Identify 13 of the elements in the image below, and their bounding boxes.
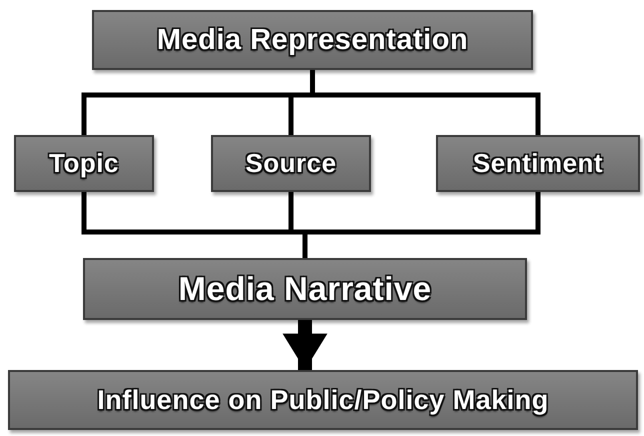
arrow: [282, 320, 328, 370]
process-box: [211, 135, 371, 192]
box-label: Media Representation: [156, 24, 468, 56]
box-label: Source: [245, 148, 337, 179]
process-box: [83, 258, 527, 320]
box-label: Influence on Public/Policy Making: [97, 384, 549, 416]
box-label: Topic: [49, 148, 119, 179]
box-label: Media Narrative: [178, 270, 432, 308]
process-box: [92, 10, 533, 70]
box-label: Sentiment: [472, 148, 604, 179]
process-box: [14, 135, 154, 192]
process-box: [8, 370, 638, 430]
process-box: [436, 135, 640, 192]
